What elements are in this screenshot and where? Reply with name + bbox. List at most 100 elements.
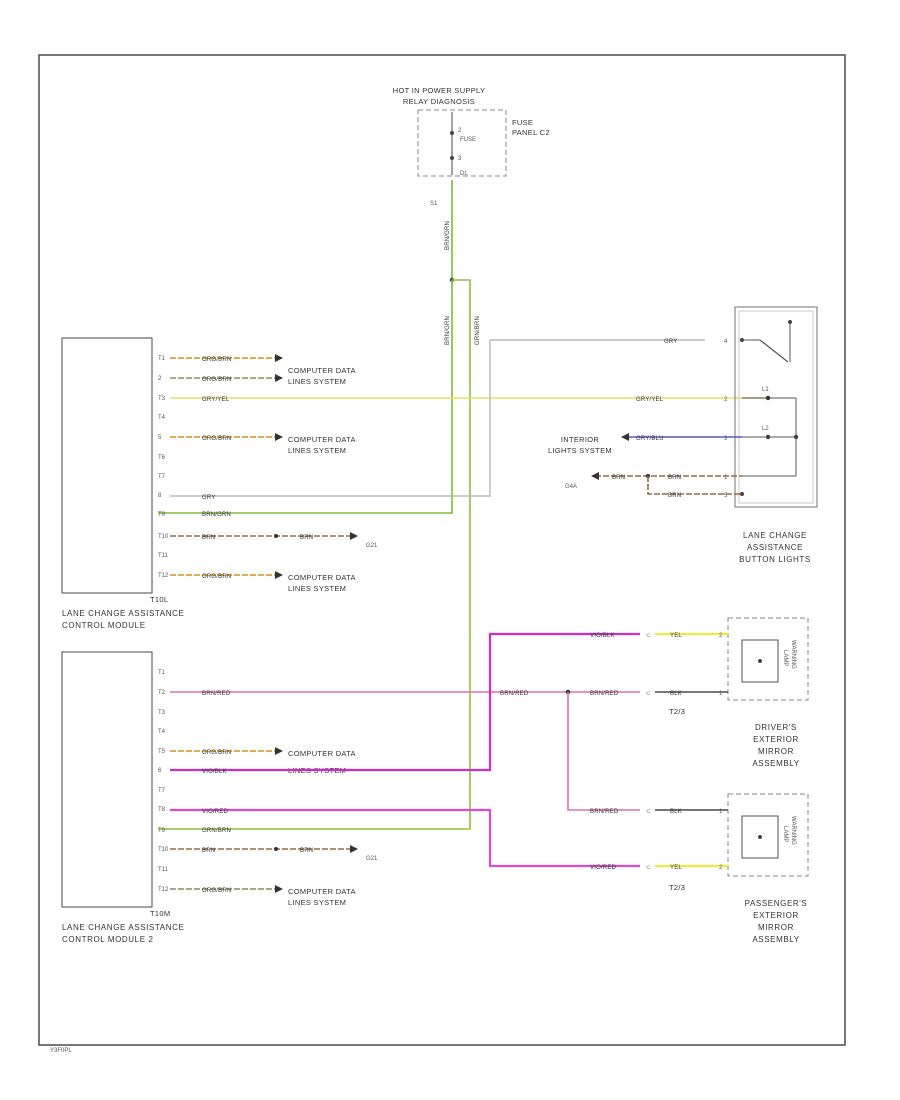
module1-name: LANE CHANGE ASSISTANCE xyxy=(62,609,184,618)
diagram-id: Y3F0PL xyxy=(50,1048,72,1054)
passenger-mirror-box xyxy=(727,793,809,877)
passenger-mirror-label: PASSENGER'S xyxy=(745,899,808,908)
module1-pin-4: T4 xyxy=(158,415,166,421)
arrow-m1-1 xyxy=(275,354,283,362)
fuse-terminal-top xyxy=(450,131,454,135)
computer-data-2: COMPUTER DATA xyxy=(288,435,356,444)
btn-pin-2: 2 xyxy=(724,397,728,403)
btn-terminal-5 xyxy=(740,492,744,496)
driver-mirror-label-2: EXTERIOR xyxy=(753,735,799,744)
fuse-panel-label-2: PANEL C2 xyxy=(512,128,550,137)
wire-label-vertical-3: GRN/BRN xyxy=(475,316,481,345)
mirror-pass-c1: ⊂ xyxy=(646,809,651,815)
wire-brn-btn-2 xyxy=(647,476,742,495)
button-lights-label-3: BUTTON LIGHTS xyxy=(739,555,811,564)
mirror-drv-c1: ⊂ xyxy=(646,633,651,639)
arrow-m2-2 xyxy=(275,885,283,893)
module2-pin-5: T5 xyxy=(158,749,166,755)
module1-pin-8: 8 xyxy=(158,493,162,499)
button-lights-assembly xyxy=(734,306,818,508)
computer-data-5: COMPUTER DATA xyxy=(288,887,356,896)
wire-m1-label-8: BRN xyxy=(300,535,313,541)
drv-pin-2: 2 xyxy=(719,633,723,639)
btn-pin-4: 1 xyxy=(724,475,728,481)
passenger-mirror-label-3: MIRROR xyxy=(758,923,794,932)
wire-m2-label-6: BRN xyxy=(202,848,215,854)
module2-pin-1: T1 xyxy=(158,670,166,676)
wire-label-yel-drv: YEL xyxy=(670,633,682,639)
ground-dot-1 xyxy=(274,534,278,538)
wire-m2-label-1c: BRN/RED xyxy=(590,691,619,697)
control-module-2 xyxy=(61,651,153,908)
fuse-panel-label: FUSE xyxy=(512,118,533,127)
driver-mirror-label-4: ASSEMBLY xyxy=(752,759,799,768)
arrow-m1-3 xyxy=(275,433,283,441)
ground-arrow-2 xyxy=(350,845,358,853)
fuse-label: FUSE xyxy=(460,137,476,143)
wire-label-vertical: BRN/GRN xyxy=(445,221,451,250)
module1-pin-9: T9 xyxy=(158,512,166,518)
wire-m2-vio-red xyxy=(170,808,640,868)
wire-m2-label-1b: BRN/RED xyxy=(500,691,529,697)
driver-mirror-box xyxy=(727,617,809,701)
wire-m1-label-5: GRY xyxy=(202,495,216,501)
pass-lamp-label: WARNING xyxy=(790,816,796,845)
module2-pin-7: T7 xyxy=(158,788,166,794)
btn-pin-1: 4 xyxy=(724,339,728,345)
passenger-mirror-label-2: EXTERIOR xyxy=(753,911,799,920)
wire-m1-label-4: ORG/BRN xyxy=(202,436,231,442)
wire-m1-label-6: BRN/GRN xyxy=(202,512,231,518)
wire-btn-label-gry: GRY xyxy=(664,339,678,345)
module2-pin-11: T11 xyxy=(158,867,169,873)
ground-arrow-1 xyxy=(350,532,358,540)
power-supply-label: HOT IN POWER SUPPLY xyxy=(393,86,486,95)
arrow-interior-lights xyxy=(621,433,629,441)
driver-connector: T2/3 xyxy=(669,707,685,716)
mirror-pass-c2: ⊂ xyxy=(646,865,651,871)
wire-m2-label-1: BRN/RED xyxy=(202,691,231,697)
module2-pin-8: T8 xyxy=(158,807,166,813)
module1-pin-12: T12 xyxy=(158,573,169,579)
driver-lamp-label-2: LAMP xyxy=(782,650,788,666)
wire-label-blk-drv: BLK xyxy=(670,691,682,697)
interior-lights-label: INTERIOR xyxy=(561,435,600,444)
wire-m2-label-5: GRN/BRN xyxy=(202,828,231,834)
wire-m2-label-1d: BRN/RED xyxy=(590,809,619,815)
module1-pin-5: 5 xyxy=(158,435,162,441)
driver-lamp-center xyxy=(758,659,762,663)
pass-lamp-label-2: LAMP xyxy=(782,826,788,842)
ground-label-1: G21 xyxy=(366,543,378,549)
btn-pin-5: 5 xyxy=(724,493,728,499)
btn-l1: L1 xyxy=(762,387,769,393)
module1-pin-6: T6 xyxy=(158,455,166,461)
wire-grn-brn-to-module2 xyxy=(158,279,471,830)
diagram-frame xyxy=(38,54,846,1046)
fuse-pin-top: 2 xyxy=(458,128,462,134)
passenger-mirror-lamp xyxy=(741,815,779,859)
wire-m1-label-1: ORG/BRN xyxy=(202,357,231,363)
wire-label-btn-brn-2: BRN xyxy=(668,475,681,481)
ground-arrow-btn xyxy=(591,472,599,480)
computer-data-4: COMPUTER DATA xyxy=(288,749,356,758)
module1-pin-2: 2 xyxy=(158,376,162,382)
wire-m1-label-9: ORG/BRN xyxy=(202,574,231,580)
btn-l2: L2 xyxy=(762,426,769,432)
wire-m2-label-7: BRN xyxy=(300,848,313,854)
wire-m2-vio-blk xyxy=(170,632,640,772)
fuse-terminal-bottom xyxy=(450,156,454,160)
control-module-1 xyxy=(61,337,153,594)
computer-data-3: COMPUTER DATA xyxy=(288,573,356,582)
module1-pin-7: T7 xyxy=(158,474,166,480)
module1-connector: T10L xyxy=(150,595,168,604)
arrow-m1-4 xyxy=(275,571,283,579)
btn-pin-3: 3 xyxy=(724,436,728,442)
passenger-mirror-label-4: ASSEMBLY xyxy=(752,935,799,944)
wire-label-blk-pass: BLK xyxy=(670,809,682,815)
mirror-drv-c2: ⊂ xyxy=(646,691,651,697)
interior-lights-label-2: LIGHTS SYSTEM xyxy=(548,446,612,455)
driver-lamp-label: WARNING xyxy=(790,640,796,669)
wire-label-yel-pass: YEL xyxy=(670,865,682,871)
splice-label: S1 xyxy=(430,201,438,207)
module2-pin-3: T3 xyxy=(158,710,166,716)
